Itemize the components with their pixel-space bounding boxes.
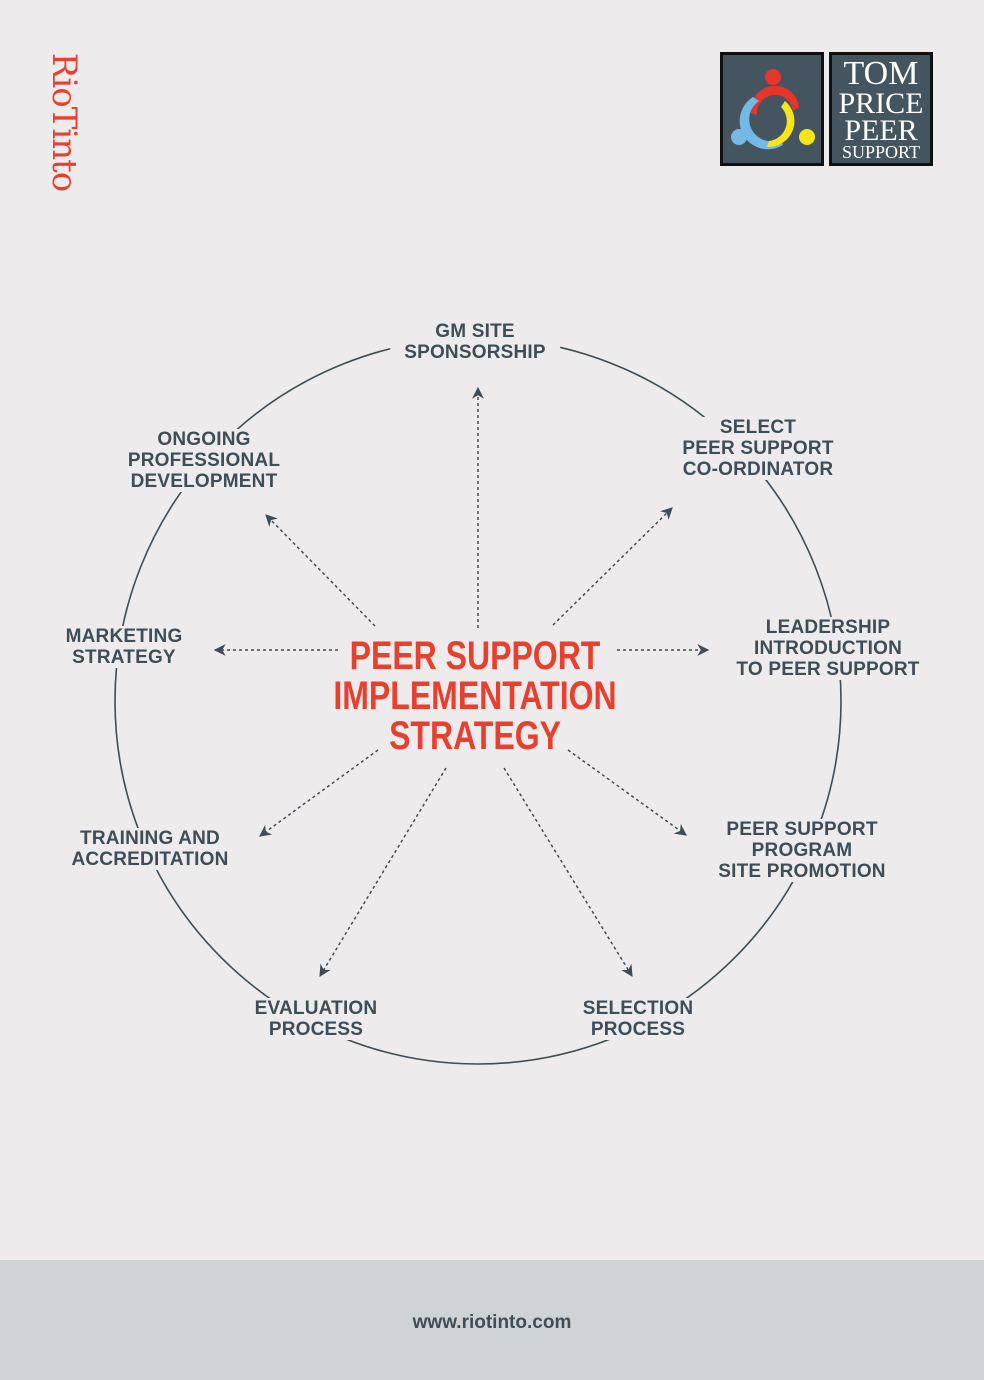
tom-price-peer-support-logo: TOM PRICE PEER SUPPORT xyxy=(829,52,933,166)
website-link[interactable]: www.riotinto.com xyxy=(412,1312,572,1333)
arrow-evaluation xyxy=(319,767,447,978)
arrow-select xyxy=(552,507,673,626)
peer-support-people-icon xyxy=(720,52,824,166)
footer: www.riotinto.com xyxy=(0,1260,984,1380)
arrow-promotion xyxy=(567,749,687,836)
arrow-selection xyxy=(503,767,633,978)
arrow-training xyxy=(259,749,379,837)
arrow-ongoing xyxy=(265,514,376,627)
